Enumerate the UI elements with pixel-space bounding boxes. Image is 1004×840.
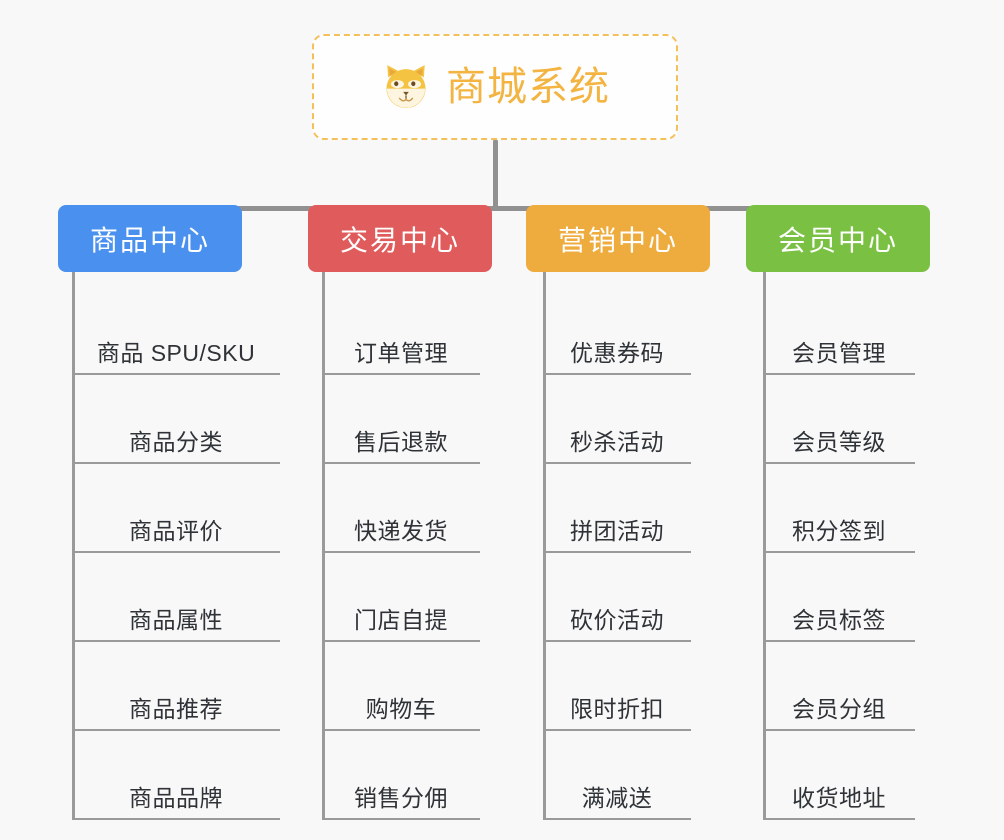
leaf-item-label: 销售分佣	[354, 785, 448, 811]
category-box-2[interactable]: 交易中心	[308, 205, 492, 272]
leaf-column-1: 商品 SPU/SKU 商品分类商品评价商品属性商品推荐商品品牌	[72, 272, 280, 820]
leaf-column-4: 会员管理会员等级积分签到会员标签会员分组收货地址	[763, 272, 915, 820]
leaf-item-label: 会员标签	[792, 607, 886, 633]
category-box-3[interactable]: 营销中心	[526, 205, 710, 272]
leaf-item[interactable]: 秒杀活动	[543, 375, 691, 464]
leaf-item[interactable]: 优惠券码	[543, 286, 691, 375]
category-box-1[interactable]: 商品中心	[58, 205, 242, 272]
leaf-item[interactable]: 会员等级	[763, 375, 915, 464]
leaf-item[interactable]: 商品品牌	[72, 731, 280, 820]
leaf-column-2: 订单管理售后退款快递发货门店自提购物车销售分佣	[322, 272, 480, 820]
leaf-item[interactable]: 商品推荐	[72, 642, 280, 731]
leaf-item[interactable]: 购物车	[322, 642, 480, 731]
leaf-item[interactable]: 商品属性	[72, 553, 280, 642]
leaf-item-label: 订单管理	[354, 340, 448, 366]
leaf-column-spine	[763, 272, 766, 820]
leaf-item-label: 砍价活动	[570, 607, 664, 633]
leaf-item-label: 商品推荐	[129, 696, 223, 722]
leaf-column-spine	[72, 272, 75, 820]
leaf-item[interactable]: 销售分佣	[322, 731, 480, 820]
leaf-item-label: 收货地址	[792, 785, 886, 811]
category-label: 商品中心	[89, 224, 210, 256]
leaf-item[interactable]: 会员标签	[763, 553, 915, 642]
leaf-item-label: 积分签到	[792, 518, 886, 544]
leaf-item[interactable]: 拼团活动	[543, 464, 691, 553]
leaf-item[interactable]: 售后退款	[322, 375, 480, 464]
leaf-item[interactable]: 商品 SPU/SKU	[72, 286, 280, 375]
leaf-item-label: 限时折扣	[570, 696, 664, 722]
leaf-item-label: 拼团活动	[570, 518, 664, 544]
leaf-item[interactable]: 订单管理	[322, 286, 480, 375]
root-node-shopping-mall-system[interactable]: 商城系统	[312, 34, 678, 140]
root-node-title: 商城系统	[446, 65, 610, 109]
leaf-item-label: 商品评价	[129, 518, 223, 544]
leaf-item-label: 商品属性	[129, 607, 223, 633]
category-label: 交易中心	[339, 224, 460, 256]
leaf-item-label: 快递发货	[354, 518, 448, 544]
leaf-item-label: 售后退款	[354, 429, 448, 455]
category-label: 营销中心	[557, 224, 678, 256]
leaf-item[interactable]: 门店自提	[322, 553, 480, 642]
leaf-item-label: 会员等级	[792, 429, 886, 455]
leaf-item[interactable]: 限时折扣	[543, 642, 691, 731]
leaf-item-label: 购物车	[365, 696, 437, 722]
leaf-item[interactable]: 砍价活动	[543, 553, 691, 642]
leaf-item-label: 商品品牌	[129, 785, 223, 811]
leaf-column-spine	[543, 272, 546, 820]
leaf-item[interactable]: 满减送	[543, 731, 691, 820]
leaf-item-label: 商品 SPU/SKU	[96, 340, 256, 366]
leaf-item-label: 会员分组	[792, 696, 886, 722]
leaf-item[interactable]: 商品评价	[72, 464, 280, 553]
shiba-dog-face-icon	[386, 65, 426, 109]
leaf-item-label: 门店自提	[354, 607, 448, 633]
leaf-item-label: 商品分类	[129, 429, 223, 455]
leaf-item[interactable]: 快递发货	[322, 464, 480, 553]
leaf-item[interactable]: 积分签到	[763, 464, 915, 553]
leaf-item-label: 满减送	[581, 785, 653, 811]
leaf-item[interactable]: 商品分类	[72, 375, 280, 464]
leaf-item[interactable]: 收货地址	[763, 731, 915, 820]
leaf-item[interactable]: 会员管理	[763, 286, 915, 375]
leaf-column-spine	[322, 272, 325, 820]
leaf-column-3: 优惠券码秒杀活动拼团活动砍价活动限时折扣满减送	[543, 272, 691, 820]
leaf-item-label: 会员管理	[792, 340, 886, 366]
connector-horizontal-bus	[148, 206, 840, 211]
category-box-4[interactable]: 会员中心	[746, 205, 930, 272]
connector-root-stem	[493, 140, 498, 210]
leaf-item-label: 优惠券码	[570, 340, 664, 366]
leaf-item-label: 秒杀活动	[570, 429, 664, 455]
category-label: 会员中心	[777, 224, 898, 256]
leaf-item[interactable]: 会员分组	[763, 642, 915, 731]
